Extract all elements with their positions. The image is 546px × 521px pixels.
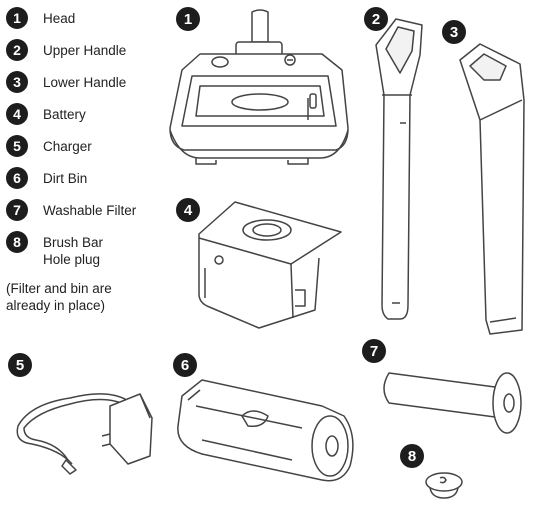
number-badge: 6	[6, 167, 28, 189]
upper-handle-illustration	[370, 15, 430, 325]
legend-label: Battery	[43, 107, 86, 122]
legend-note: (Filter and bin are already in place)	[6, 281, 112, 313]
legend-item-lower-handle: 3 Lower Handle	[6, 71, 156, 103]
callout-battery: 4	[176, 198, 200, 222]
number-badge: 5	[6, 135, 28, 157]
callout-brush-bar-plug: 8	[400, 444, 424, 468]
legend-item-washable-filter: 7 Washable Filter	[6, 199, 156, 231]
number-badge: 4	[6, 103, 28, 125]
legend-label: Lower Handle	[43, 75, 127, 90]
callout-head: 1	[176, 7, 200, 31]
legend-item-charger: 5 Charger	[6, 135, 156, 167]
legend-label: Head	[43, 11, 76, 26]
head-illustration	[160, 8, 360, 168]
legend-item-battery: 4 Battery	[6, 103, 156, 135]
legend-label: Upper Handle	[43, 43, 127, 58]
dirt-bin-illustration	[172, 376, 362, 491]
legend-label: Dirt Bin	[43, 171, 88, 186]
callout-dirt-bin: 6	[173, 353, 197, 377]
brush-bar-plug-illustration	[422, 468, 466, 504]
number-badge: 3	[6, 71, 28, 93]
callout-washable-filter: 7	[362, 339, 386, 363]
callout-lower-handle: 3	[442, 20, 466, 44]
number-badge: 1	[6, 7, 28, 29]
legend-item-upper-handle: 2 Upper Handle	[6, 39, 156, 71]
callout-upper-handle: 2	[364, 7, 388, 31]
battery-illustration	[195, 198, 345, 338]
legend-label: Washable Filter	[43, 203, 137, 218]
legend-item-dirt-bin: 6 Dirt Bin	[6, 167, 156, 199]
number-badge: 8	[6, 231, 28, 253]
legend-item-head: 1 Head	[6, 7, 156, 39]
number-badge: 2	[6, 39, 28, 61]
lower-handle-illustration	[450, 40, 530, 340]
parts-legend: 1 Head 2 Upper Handle 3 Lower Handle 4 B…	[6, 7, 156, 275]
charger-illustration	[10, 384, 160, 484]
legend-label: Brush Bar Hole plug	[43, 235, 104, 267]
callout-charger: 5	[8, 353, 32, 377]
number-badge: 7	[6, 199, 28, 221]
legend-label: Charger	[43, 139, 92, 154]
washable-filter-illustration	[375, 367, 535, 442]
legend-item-brush-bar-plug: 8 Brush Bar Hole plug	[6, 231, 156, 275]
